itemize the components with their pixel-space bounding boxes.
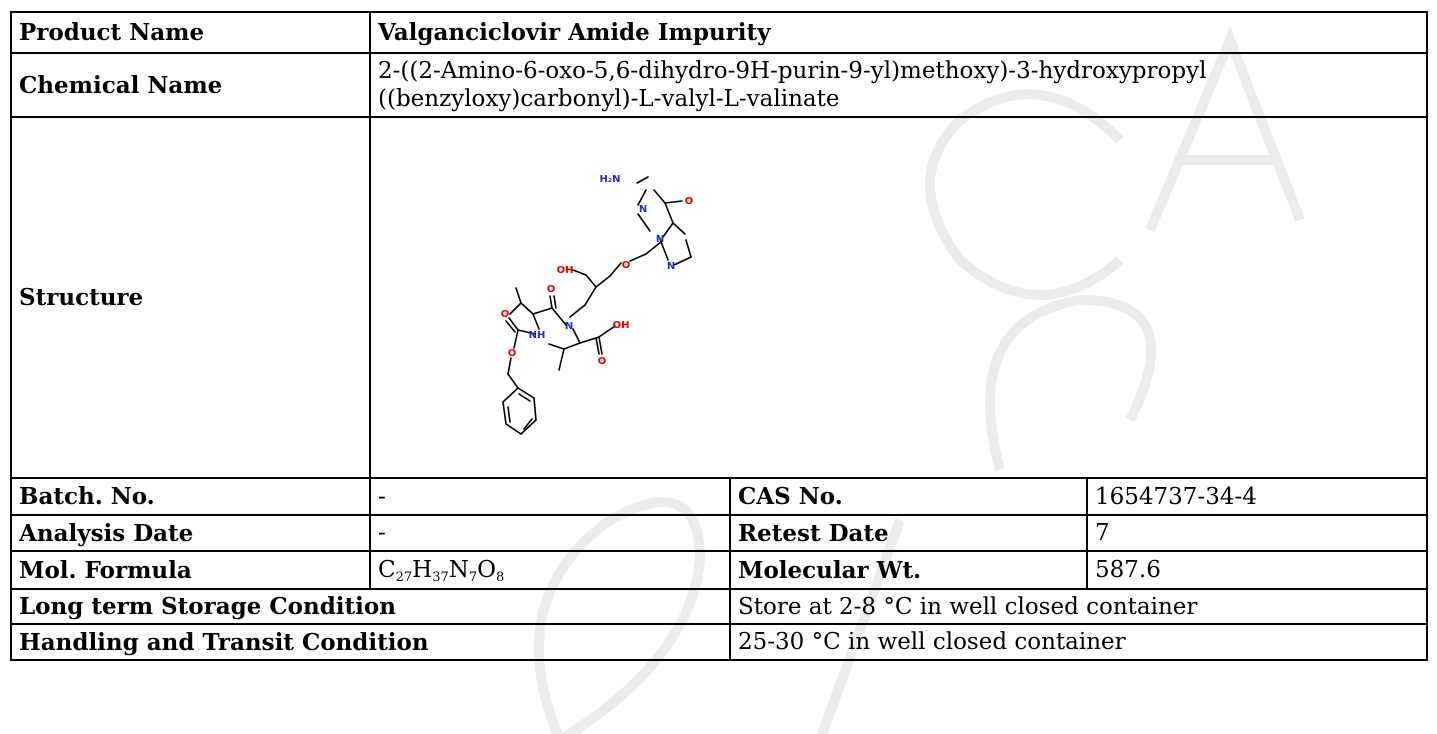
atom-o-amide: O bbox=[547, 284, 556, 295]
chemical-name-row: Chemical Name 2-((2-Amino-6-oxo-5,6-dihy… bbox=[10, 52, 1429, 118]
atom-o-ester: O bbox=[508, 348, 517, 359]
formula-n-n: 7 bbox=[468, 570, 478, 585]
formula-el-c: C bbox=[378, 557, 396, 583]
batch-label: Batch. No. bbox=[10, 477, 371, 516]
cas-label: CAS No. bbox=[729, 477, 1088, 516]
batch-value: - bbox=[369, 477, 731, 516]
atom-o-acid: O bbox=[598, 356, 607, 367]
storage-label: Long term Storage Condition bbox=[10, 588, 731, 625]
formula-n-c: 27 bbox=[395, 570, 413, 585]
formula-el-o: O bbox=[477, 557, 497, 583]
chemical-name-value: 2-((2-Amino-6-oxo-5,6-dihydro-9H-purin-9… bbox=[368, 52, 1429, 118]
storage-value: Store at 2-8 °C in well closed container bbox=[728, 588, 1429, 625]
analysis-row: Analysis Date - Retest Date 7 bbox=[10, 514, 1429, 552]
atom-n9: N bbox=[656, 234, 664, 245]
cas-value: 1654737-34-4 bbox=[1085, 477, 1429, 516]
atom-n1: N bbox=[639, 204, 647, 215]
atom-oh-acid: OH bbox=[613, 320, 630, 331]
formula-n-h: 37 bbox=[432, 570, 449, 585]
chemical-name-line-1: 2-((2-Amino-6-oxo-5,6-dihydro-9H-purin-9… bbox=[378, 58, 1207, 84]
chemical-name-line-2: ((benzyloxy)carbonyl)-L-valyl-L-valinate bbox=[378, 86, 840, 112]
coa-table: Product Name Valganciclovir Amide Impuri… bbox=[10, 11, 1429, 661]
handling-value: 25-30 °C in well closed container bbox=[728, 623, 1429, 661]
formula-el-n: N bbox=[448, 557, 469, 583]
product-name-row: Product Name Valganciclovir Amide Impuri… bbox=[10, 11, 1429, 54]
atom-o-carbonyl: O bbox=[501, 309, 510, 320]
structure-row: Structure bbox=[10, 116, 1429, 479]
formula-row: Mol. Formula C27H37N7O8 Molecular Wt. 58… bbox=[10, 550, 1429, 590]
atom-nh2: H₂N bbox=[599, 174, 620, 185]
retest-date-label: Retest Date bbox=[729, 514, 1088, 552]
atom-o-ether: O bbox=[622, 260, 631, 271]
atom-n7: N bbox=[667, 261, 675, 272]
molecular-weight-label: Molecular Wt. bbox=[729, 550, 1088, 590]
atom-o-keto: O bbox=[685, 196, 694, 207]
chemical-name-label: Chemical Name bbox=[10, 52, 371, 118]
atom-nh: NH bbox=[529, 330, 546, 341]
handling-row: Handling and Transit Condition 25-30 °C … bbox=[10, 623, 1429, 661]
product-name-label: Product Name bbox=[10, 11, 371, 54]
batch-row: Batch. No. - CAS No. 1654737-34-4 bbox=[10, 477, 1429, 516]
formula-n-o: 8 bbox=[496, 570, 505, 585]
structure-label: Structure bbox=[10, 116, 371, 479]
product-name-value: Valganciclovir Amide Impurity bbox=[368, 11, 1429, 54]
analysis-date-label: Analysis Date bbox=[10, 514, 371, 552]
analysis-date-value: - bbox=[369, 514, 731, 552]
chemical-structure-image: H₂N O N N N O OH O N NH O O OH O bbox=[501, 174, 694, 435]
atom-n-amide: N bbox=[565, 321, 573, 332]
formula-el-h: H bbox=[412, 557, 433, 583]
storage-row: Long term Storage Condition Store at 2-8… bbox=[10, 588, 1429, 625]
handling-label: Handling and Transit Condition bbox=[10, 623, 731, 661]
retest-date-value: 7 bbox=[1085, 514, 1429, 552]
molecular-weight-value: 587.6 bbox=[1085, 550, 1429, 590]
structure-cell: H₂N O N N N O OH O N NH O O OH O bbox=[368, 116, 1429, 479]
mol-formula-value: C27H37N7O8 bbox=[369, 550, 731, 590]
atom-oh: OH bbox=[557, 265, 574, 276]
mol-formula-label: Mol. Formula bbox=[10, 550, 371, 590]
